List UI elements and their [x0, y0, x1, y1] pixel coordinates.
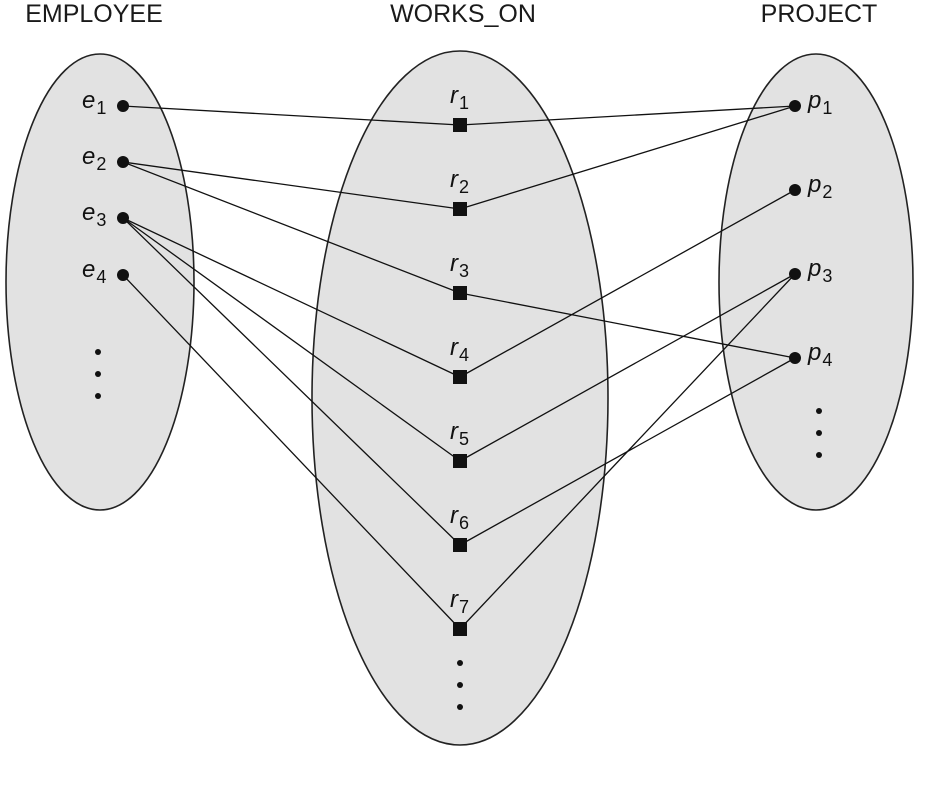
- node-label-e3: e3: [82, 199, 106, 230]
- edge-r2-p1: [459, 105, 796, 210]
- employee-more-dots: [95, 349, 101, 399]
- node-label-r5: r5: [450, 418, 469, 449]
- node-label-r3: r3: [450, 250, 469, 281]
- node-label-r6: r6: [450, 502, 469, 533]
- node-label-letter: p: [807, 87, 821, 114]
- employee-set-ellipse: [5, 53, 195, 511]
- works-on-title: WORKS_ON: [390, 0, 536, 28]
- edge-r4-p2: [459, 189, 796, 378]
- edge-e1-r1: [122, 105, 461, 126]
- node-label-letter: r: [450, 82, 459, 109]
- node-label-subscript: 1: [459, 93, 469, 113]
- node-label-subscript: 3: [96, 210, 106, 230]
- employee-node-e2: [117, 156, 129, 168]
- node-label-subscript: 2: [459, 177, 469, 197]
- relationship-node-r6: [453, 538, 467, 552]
- relationship-node-r5: [453, 454, 467, 468]
- edge-r7-p3: [459, 273, 796, 630]
- node-label-letter: e: [82, 256, 95, 283]
- project-title: PROJECT: [761, 0, 878, 28]
- node-label-subscript: 2: [96, 154, 106, 174]
- edge-r5-p3: [459, 273, 796, 462]
- relationship-node-r7: [453, 622, 467, 636]
- node-label-letter: r: [450, 418, 459, 445]
- employee-node-e1: [117, 100, 129, 112]
- project-node-p4: [789, 352, 801, 364]
- node-label-letter: p: [807, 171, 821, 198]
- works-on-set-ellipse: [311, 50, 609, 746]
- node-label-letter: p: [807, 255, 821, 282]
- employee-title: EMPLOYEE: [25, 0, 163, 28]
- edge-r3-p4: [459, 292, 796, 359]
- node-label-letter: r: [450, 166, 459, 193]
- edge-e3-r4: [122, 217, 461, 378]
- edge-e4-r7: [122, 274, 461, 630]
- employee-node-e3: [117, 212, 129, 224]
- node-label-subscript: 5: [459, 429, 469, 449]
- edge-e3-r6: [122, 217, 461, 546]
- node-label-r1: r1: [450, 82, 469, 113]
- node-label-p4: p4: [807, 339, 832, 370]
- node-label-e4: e4: [82, 256, 106, 287]
- node-label-e2: e2: [82, 143, 106, 174]
- relationship-node-r1: [453, 118, 467, 132]
- node-label-letter: e: [82, 199, 95, 226]
- node-label-letter: r: [450, 586, 459, 613]
- node-label-subscript: 6: [459, 513, 469, 533]
- node-label-p1: p1: [807, 87, 832, 118]
- node-label-e1: e1: [82, 87, 106, 118]
- project-node-p2: [789, 184, 801, 196]
- node-label-letter: e: [82, 87, 95, 114]
- node-label-subscript: 4: [459, 345, 469, 365]
- edge-e2-r2: [122, 161, 461, 210]
- node-label-r7: r7: [450, 586, 469, 617]
- node-label-subscript: 1: [96, 98, 106, 118]
- node-label-subscript: 3: [459, 261, 469, 281]
- edge-e3-r5: [122, 217, 461, 462]
- project-set-ellipse: [718, 53, 914, 511]
- edge-e2-r3: [122, 161, 461, 294]
- node-label-subscript: 4: [96, 267, 106, 287]
- relationship-node-r2: [453, 202, 467, 216]
- node-label-letter: r: [450, 334, 459, 361]
- relationship-node-r4: [453, 370, 467, 384]
- node-label-p2: p2: [807, 171, 832, 202]
- node-label-letter: e: [82, 143, 95, 170]
- project-node-p1: [789, 100, 801, 112]
- node-label-letter: p: [807, 339, 821, 366]
- node-label-p3: p3: [807, 255, 832, 286]
- works-on-more-dots: [457, 660, 463, 710]
- node-label-subscript: 2: [822, 182, 832, 202]
- node-label-letter: r: [450, 250, 459, 277]
- edge-r1-p1: [459, 105, 796, 126]
- node-label-r2: r2: [450, 166, 469, 197]
- employee-node-e4: [117, 269, 129, 281]
- node-label-r4: r4: [450, 334, 469, 365]
- project-more-dots: [816, 408, 822, 458]
- node-label-subscript: 7: [459, 597, 469, 617]
- relationship-node-r3: [453, 286, 467, 300]
- node-label-subscript: 4: [822, 350, 832, 370]
- node-label-subscript: 3: [822, 266, 832, 286]
- node-label-subscript: 1: [822, 98, 832, 118]
- project-node-p3: [789, 268, 801, 280]
- node-label-letter: r: [450, 502, 459, 529]
- edges-layer: [122, 105, 796, 630]
